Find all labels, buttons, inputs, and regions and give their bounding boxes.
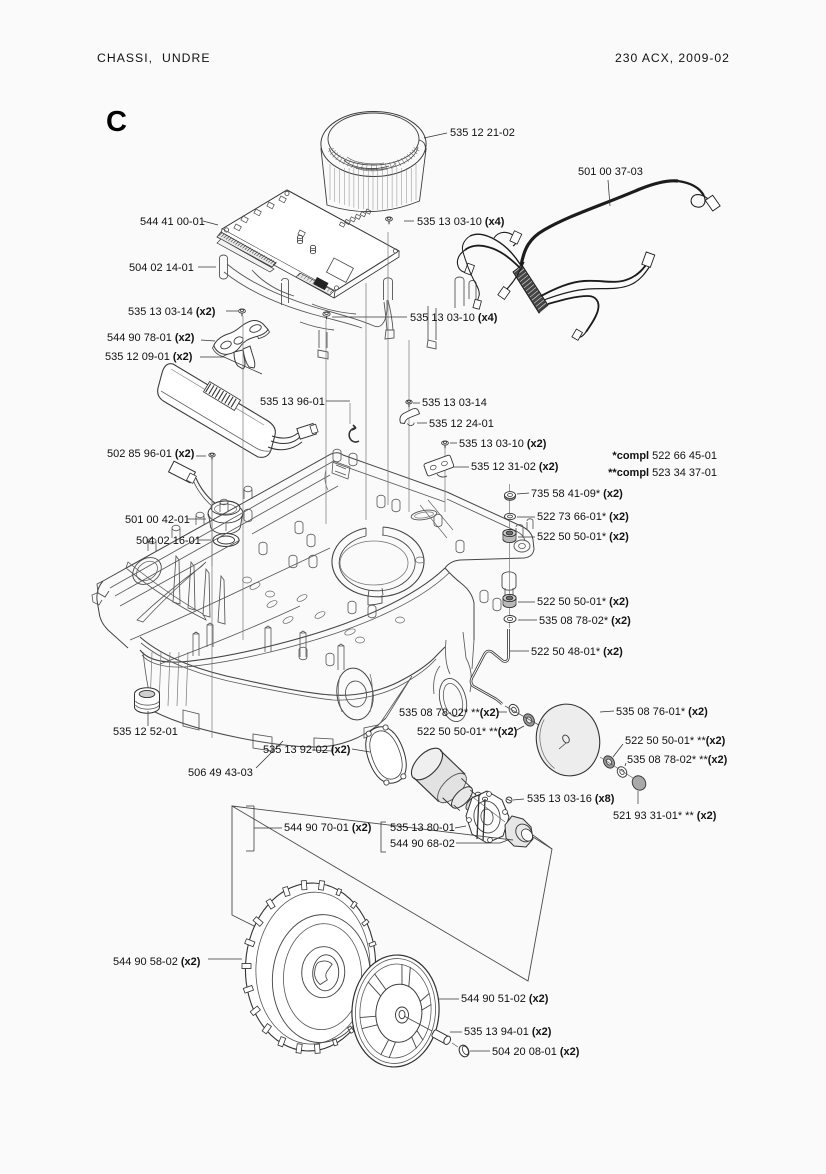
svg-text:544 90 58-02 (x2): 544 90 58-02 (x2) (113, 956, 201, 968)
svg-text:**compl 523 34 37-01: **compl 523 34 37-01 (608, 467, 717, 479)
svg-text:522 50 48-01* (x2): 522 50 48-01* (x2) (531, 646, 623, 658)
svg-text:230 ACX, 2009-02: 230 ACX, 2009-02 (615, 51, 730, 65)
svg-text:535 13 96-01: 535 13 96-01 (260, 396, 325, 408)
svg-text:535 12 21-02: 535 12 21-02 (450, 127, 515, 139)
svg-text:535 13 03-14 (x2): 535 13 03-14 (x2) (128, 306, 216, 318)
svg-text:535 13 03-10 (x4): 535 13 03-10 (x4) (417, 216, 505, 228)
svg-text:544 90 68-02: 544 90 68-02 (390, 838, 455, 850)
svg-text:522 50 50-01* **(x2): 522 50 50-01* **(x2) (625, 735, 726, 747)
svg-text:544 90 78-01 (x2): 544 90 78-01 (x2) (107, 332, 195, 344)
svg-text:535 08 78-02* (x2): 535 08 78-02* (x2) (539, 615, 631, 627)
svg-text:504 02 14-01: 504 02 14-01 (129, 262, 194, 274)
svg-text:522 73 66-01* (x2): 522 73 66-01* (x2) (537, 511, 629, 523)
svg-text:544 41 00-01: 544 41 00-01 (140, 216, 205, 228)
svg-text:535 08 78-02* **(x2): 535 08 78-02* **(x2) (627, 754, 728, 766)
svg-text:535 12 52-01: 535 12 52-01 (113, 726, 178, 738)
svg-text:CHASSI, UNDRE: CHASSI, UNDRE (97, 51, 211, 65)
svg-text:521 93 31-01* ** (x2): 521 93 31-01* ** (x2) (613, 810, 717, 822)
svg-text:*compl 522 66 45-01: *compl 522 66 45-01 (612, 450, 717, 462)
svg-text:544 90 70-01 (x2): 544 90 70-01 (x2) (284, 822, 372, 834)
svg-text:535 08 76-01* (x2): 535 08 76-01* (x2) (616, 706, 708, 718)
svg-text:506 49 43-03: 506 49 43-03 (188, 767, 253, 779)
svg-text:535 13 92-02 (x2): 535 13 92-02 (x2) (263, 744, 351, 756)
svg-text:504 20 08-01 (x2): 504 20 08-01 (x2) (492, 1046, 580, 1058)
svg-text:501 00 37-03: 501 00 37-03 (578, 166, 643, 178)
svg-text:535 13 03-16 (x8): 535 13 03-16 (x8) (527, 793, 615, 805)
svg-text:C: C (106, 106, 127, 138)
svg-text:522 50 50-01* (x2): 522 50 50-01* (x2) (537, 596, 629, 608)
svg-text:535 13 94-01 (x2): 535 13 94-01 (x2) (464, 1026, 552, 1038)
svg-text:735 58 41-09* (x2): 735 58 41-09* (x2) (531, 488, 623, 500)
svg-text:535 08 78-02* **(x2): 535 08 78-02* **(x2) (399, 707, 500, 719)
svg-text:504 02 16-01: 504 02 16-01 (136, 535, 201, 547)
svg-text:535 12 31-02 (x2): 535 12 31-02 (x2) (471, 461, 559, 473)
svg-text:544 90 51-02 (x2): 544 90 51-02 (x2) (461, 993, 549, 1005)
svg-text:535 13 80-01: 535 13 80-01 (390, 822, 455, 834)
svg-text:535 12 24-01: 535 12 24-01 (429, 418, 494, 430)
svg-text:502 85 96-01 (x2): 502 85 96-01 (x2) (107, 448, 195, 460)
svg-text:535 13 03-10 (x2): 535 13 03-10 (x2) (459, 438, 547, 450)
svg-text:535 12 09-01 (x2): 535 12 09-01 (x2) (105, 351, 193, 363)
svg-text:535 13 03-14: 535 13 03-14 (422, 397, 487, 409)
svg-text:522 50 50-01* (x2): 522 50 50-01* (x2) (537, 531, 629, 543)
svg-text:501 00 42-01: 501 00 42-01 (125, 514, 190, 526)
svg-text:535 13 03-10 (x4): 535 13 03-10 (x4) (410, 312, 498, 324)
svg-text:522 50 50-01* **(x2): 522 50 50-01* **(x2) (417, 726, 518, 738)
